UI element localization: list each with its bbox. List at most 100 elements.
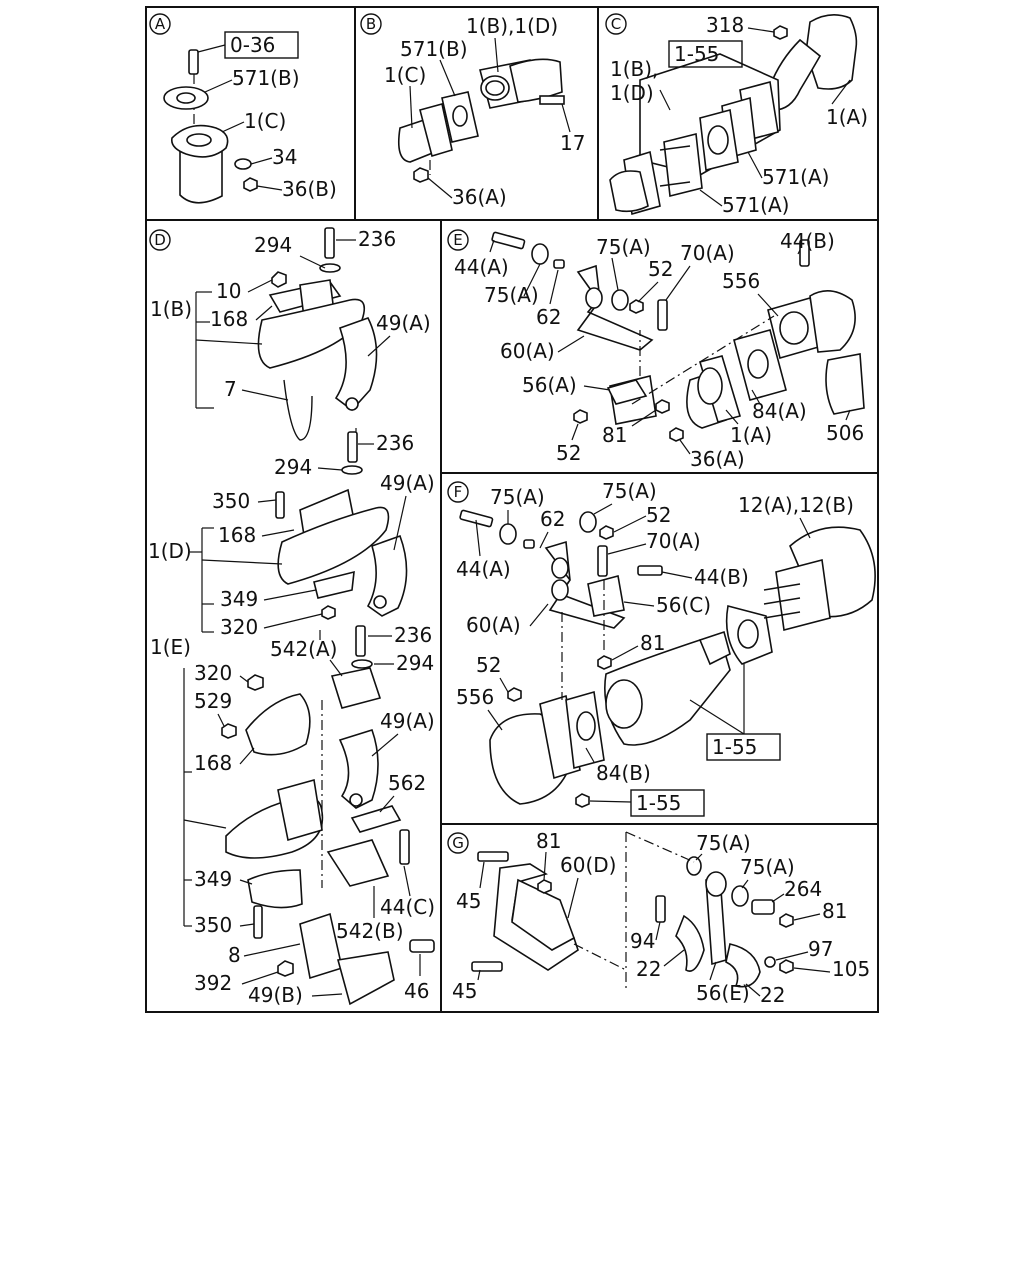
- svg-text:1(E): 1(E): [150, 635, 191, 659]
- panel-g-letter: G: [447, 832, 469, 854]
- svg-text:1(D): 1(D): [610, 81, 654, 105]
- svg-text:97: 97: [808, 937, 833, 961]
- svg-text:70(A): 70(A): [646, 529, 701, 553]
- svg-text:571(B): 571(B): [400, 37, 468, 61]
- svg-text:E: E: [453, 231, 462, 249]
- svg-text:105: 105: [832, 957, 870, 981]
- svg-text:46: 46: [404, 979, 429, 1003]
- svg-text:49(A): 49(A): [380, 709, 435, 733]
- svg-text:56(A): 56(A): [522, 373, 577, 397]
- svg-text:C: C: [611, 15, 621, 33]
- svg-text:81: 81: [822, 899, 847, 923]
- panel-e-letter: E: [447, 229, 469, 251]
- svg-text:52: 52: [646, 503, 671, 527]
- ref-0-36: 0-36: [230, 33, 275, 57]
- svg-text:22: 22: [760, 983, 785, 1007]
- svg-text:8: 8: [228, 943, 241, 967]
- svg-text:B: B: [366, 15, 376, 33]
- svg-text:44(B): 44(B): [780, 229, 835, 253]
- ref-1-55-f2: 1-55: [636, 791, 681, 815]
- panel-e-labels: 44(A) 75(A) 70(A) 44(B) 52 556 75(A) 62 …: [454, 229, 864, 471]
- svg-text:62: 62: [540, 507, 565, 531]
- svg-text:168: 168: [194, 751, 232, 775]
- svg-text:81: 81: [536, 829, 561, 853]
- svg-text:10: 10: [216, 279, 241, 303]
- svg-text:44(A): 44(A): [454, 255, 509, 279]
- svg-text:70(A): 70(A): [680, 241, 735, 265]
- panel-f-drawing: [459, 509, 876, 808]
- svg-text:36(A): 36(A): [452, 185, 507, 209]
- panel-e-drawing: [491, 231, 865, 442]
- panel-b-letter: B: [360, 13, 382, 35]
- svg-text:529: 529: [194, 689, 232, 713]
- svg-text:12(A),12(B): 12(A),12(B): [738, 493, 854, 517]
- svg-text:556: 556: [722, 269, 760, 293]
- svg-text:75(A): 75(A): [596, 235, 651, 259]
- panel-a-drawing: [163, 49, 258, 204]
- svg-text:60(A): 60(A): [500, 339, 555, 363]
- svg-text:62: 62: [536, 305, 561, 329]
- svg-text:236: 236: [358, 227, 396, 251]
- panel-d-drawing: [221, 227, 435, 1006]
- svg-text:168: 168: [210, 307, 248, 331]
- svg-text:1(A): 1(A): [826, 105, 868, 129]
- svg-text:34: 34: [272, 145, 297, 169]
- svg-text:56(C): 56(C): [656, 593, 711, 617]
- svg-text:44(A): 44(A): [456, 557, 511, 581]
- panel-b-drawing: [397, 58, 565, 183]
- svg-text:60(A): 60(A): [466, 613, 521, 637]
- svg-text:542(A): 542(A): [270, 637, 337, 661]
- svg-text:571(B): 571(B): [232, 66, 300, 90]
- svg-text:1(D): 1(D): [148, 539, 192, 563]
- svg-text:52: 52: [476, 653, 501, 677]
- svg-text:94: 94: [630, 929, 655, 953]
- svg-text:22: 22: [636, 957, 661, 981]
- svg-text:320: 320: [220, 615, 258, 639]
- svg-text:17: 17: [560, 131, 585, 155]
- svg-text:294: 294: [274, 455, 312, 479]
- svg-text:392: 392: [194, 971, 232, 995]
- panel-g-labels: 81 60(D) 75(A) 75(A) 264 45 81 94 22 97 …: [452, 829, 870, 1007]
- svg-text:75(A): 75(A): [484, 283, 539, 307]
- diagram-frame: [145, 6, 879, 1013]
- svg-text:36(A): 36(A): [690, 447, 745, 471]
- svg-text:75(A): 75(A): [696, 831, 751, 855]
- svg-text:294: 294: [254, 233, 292, 257]
- panel-d-labels: 294 236 10 1(B) 168 49(A) 7 236 294 350 …: [148, 227, 435, 1007]
- svg-text:52: 52: [648, 257, 673, 281]
- panel-b-labels: 1(B),1(D) 571(B) 1(C) 17 36(A): [384, 14, 585, 209]
- svg-text:349: 349: [220, 587, 258, 611]
- svg-text:84(B): 84(B): [596, 761, 651, 785]
- ref-1-55-f1: 1-55: [712, 735, 757, 759]
- panel-f-letter: F: [447, 481, 469, 503]
- svg-text:168: 168: [218, 523, 256, 547]
- panel-c-letter: C: [605, 13, 627, 35]
- ref-1-55-c: 1-55: [674, 42, 719, 66]
- svg-text:52: 52: [556, 441, 581, 465]
- svg-text:1(C): 1(C): [244, 109, 286, 133]
- svg-text:49(A): 49(A): [380, 471, 435, 495]
- svg-text:1(B): 1(B): [150, 297, 192, 321]
- svg-text:571(A): 571(A): [762, 165, 829, 189]
- svg-text:A: A: [155, 15, 166, 33]
- svg-text:1(A): 1(A): [730, 423, 772, 447]
- svg-text:45: 45: [452, 979, 477, 1003]
- svg-text:556: 556: [456, 685, 494, 709]
- svg-text:60(D): 60(D): [560, 853, 616, 877]
- svg-text:571(A): 571(A): [722, 193, 789, 217]
- svg-text:D: D: [154, 231, 166, 249]
- svg-text:56(E): 56(E): [696, 981, 750, 1005]
- svg-text:49(B): 49(B): [248, 983, 303, 1007]
- svg-text:236: 236: [394, 623, 432, 647]
- svg-text:318: 318: [706, 13, 744, 37]
- svg-text:1(C): 1(C): [384, 63, 426, 87]
- svg-text:264: 264: [784, 877, 822, 901]
- panel-a-labels: 0-36 571(B) 1(C) 34 36(B): [197, 31, 337, 201]
- panel-c-labels: 318 1-55 1(B), 1(D) 1(A) 571(A) 571(A): [610, 13, 868, 217]
- svg-text:81: 81: [640, 631, 665, 655]
- svg-text:45: 45: [456, 889, 481, 913]
- svg-text:542(B): 542(B): [336, 919, 404, 943]
- panel-letters: A B C D E F G: [149, 13, 627, 854]
- panel-f-labels: 75(A) 75(A) 62 52 12(A),12(B) 44(A) 70(A…: [456, 479, 854, 817]
